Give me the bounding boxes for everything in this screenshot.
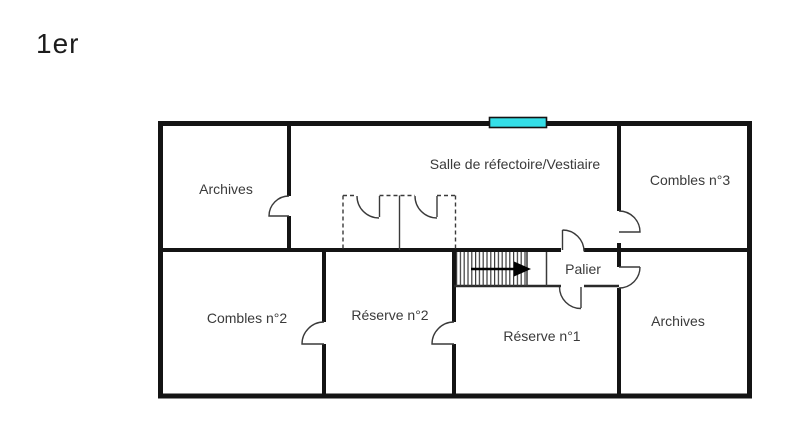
- room-label-reserve1: Réserve n°1: [503, 328, 581, 344]
- room-label-palier: Palier: [565, 261, 601, 277]
- interior-walls: [158, 124, 752, 396]
- room-label-refectoire: Salle de réfectoire/Vestiaire: [429, 156, 601, 172]
- room-label-reserve2: Réserve n°2: [351, 307, 429, 323]
- room-label-archives-bottom: Archives: [651, 313, 705, 329]
- floor-title: 1er: [36, 28, 80, 59]
- door-combles2: [301, 321, 325, 345]
- room-label-archives-top: Archives: [199, 181, 253, 197]
- door-reserve2: [431, 321, 455, 345]
- door-closet-left: [356, 195, 381, 219]
- door-palier-top: [561, 229, 585, 252]
- doors: [268, 195, 641, 345]
- door-archives-bottom: [618, 266, 641, 289]
- closet-block: [342, 194, 457, 250]
- closet-dashed-walls: [342, 194, 457, 250]
- stair-direction-arrow-head: [514, 261, 531, 277]
- window-marker: [488, 116, 548, 129]
- room-label-combles2: Combles n°2: [206, 310, 288, 326]
- door-combles3: [618, 210, 641, 233]
- room-label-combles3: Combles n°3: [649, 172, 731, 188]
- staircase: [455, 252, 548, 286]
- door-palier-bottom: [558, 286, 582, 310]
- door-archives-top: [268, 195, 290, 217]
- door-closet-right: [414, 195, 438, 219]
